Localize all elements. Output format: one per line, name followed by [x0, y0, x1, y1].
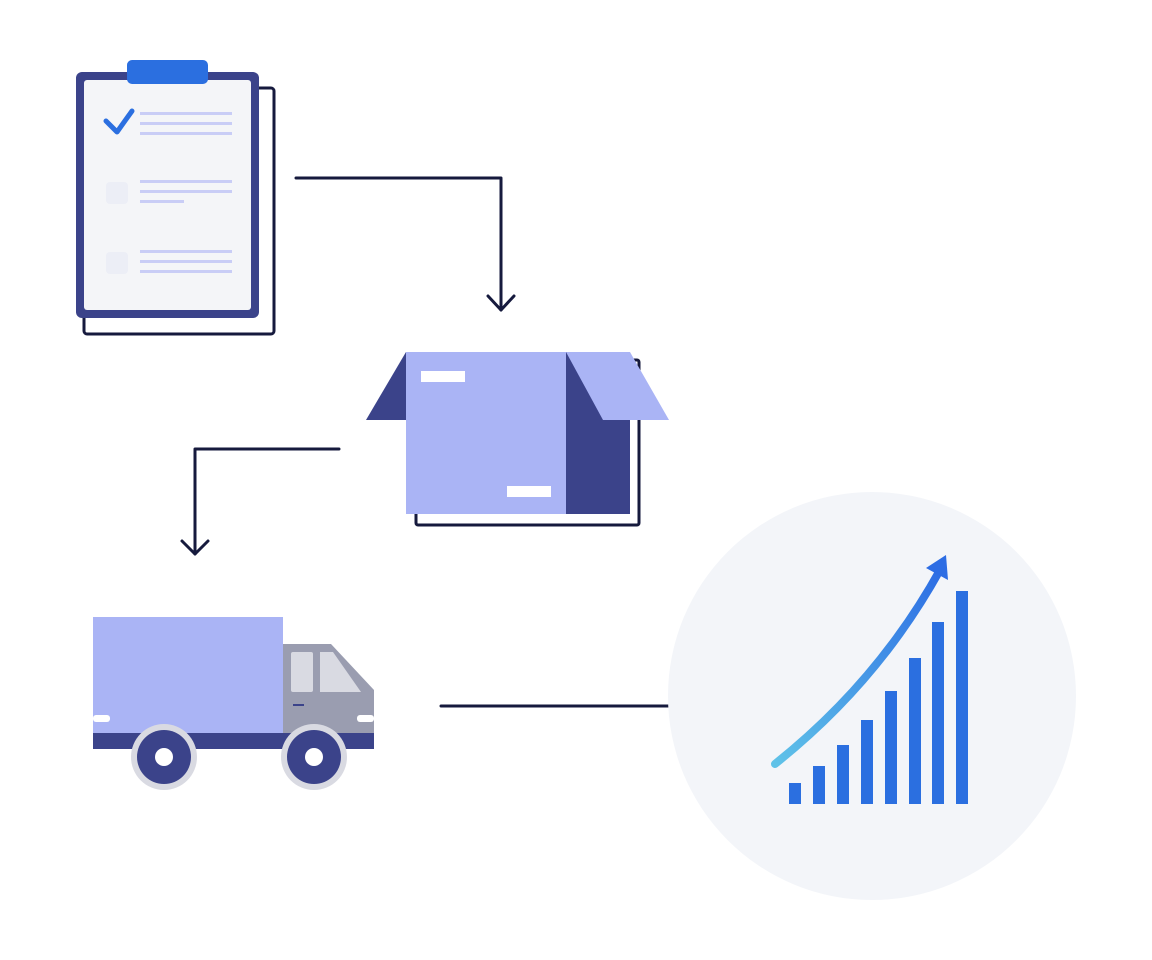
checklist-line	[140, 112, 232, 115]
open-box-icon	[366, 352, 669, 527]
box-label	[421, 371, 465, 382]
box-left-flap	[366, 352, 406, 420]
trend-arrowhead-icon	[926, 555, 948, 580]
growth-bar	[813, 766, 825, 804]
growth-bar	[932, 622, 944, 804]
wheel-hub	[155, 748, 173, 766]
truck-window	[291, 652, 313, 692]
clipboard-checklist-icon	[76, 60, 276, 336]
growth-bar	[956, 591, 968, 804]
checklist-line	[140, 200, 184, 203]
checklist-line	[140, 180, 232, 183]
growth-bar	[885, 691, 897, 804]
growth-bar	[909, 658, 921, 804]
growth-chart-icon	[668, 492, 1076, 900]
truck-rear-light	[93, 715, 110, 722]
checklist-line	[140, 190, 232, 193]
growth-bar	[861, 720, 873, 804]
checklist-line	[140, 260, 232, 263]
growth-bars	[789, 591, 968, 804]
arrow-checklist-to-box	[294, 176, 516, 312]
checkmark-icon	[103, 108, 135, 135]
box-right-flap	[566, 352, 669, 420]
arrow-box-to-truck	[180, 447, 341, 556]
connector-line	[193, 447, 341, 556]
truck-cargo	[93, 617, 283, 735]
delivery-truck-icon	[93, 617, 374, 790]
checklist-line	[140, 132, 232, 135]
connector-line	[294, 176, 503, 312]
arrowhead-icon	[486, 294, 516, 312]
arrowhead-icon	[180, 539, 210, 556]
chart-circle-background	[668, 492, 1076, 900]
clipboard-clip	[127, 60, 208, 84]
checklist-line	[140, 122, 232, 125]
growth-bar	[837, 745, 849, 804]
checkbox-icon	[106, 252, 128, 274]
wheel-hub	[305, 748, 323, 766]
truck-windshield	[320, 652, 361, 692]
trend-line	[771, 566, 944, 768]
checklist-line	[140, 270, 232, 273]
checkbox-icon	[106, 182, 128, 204]
truck-door-handle	[293, 704, 304, 706]
box-label	[507, 486, 551, 497]
truck-headlight	[357, 715, 374, 722]
checklist-line	[140, 250, 232, 253]
growth-bar	[789, 783, 801, 804]
